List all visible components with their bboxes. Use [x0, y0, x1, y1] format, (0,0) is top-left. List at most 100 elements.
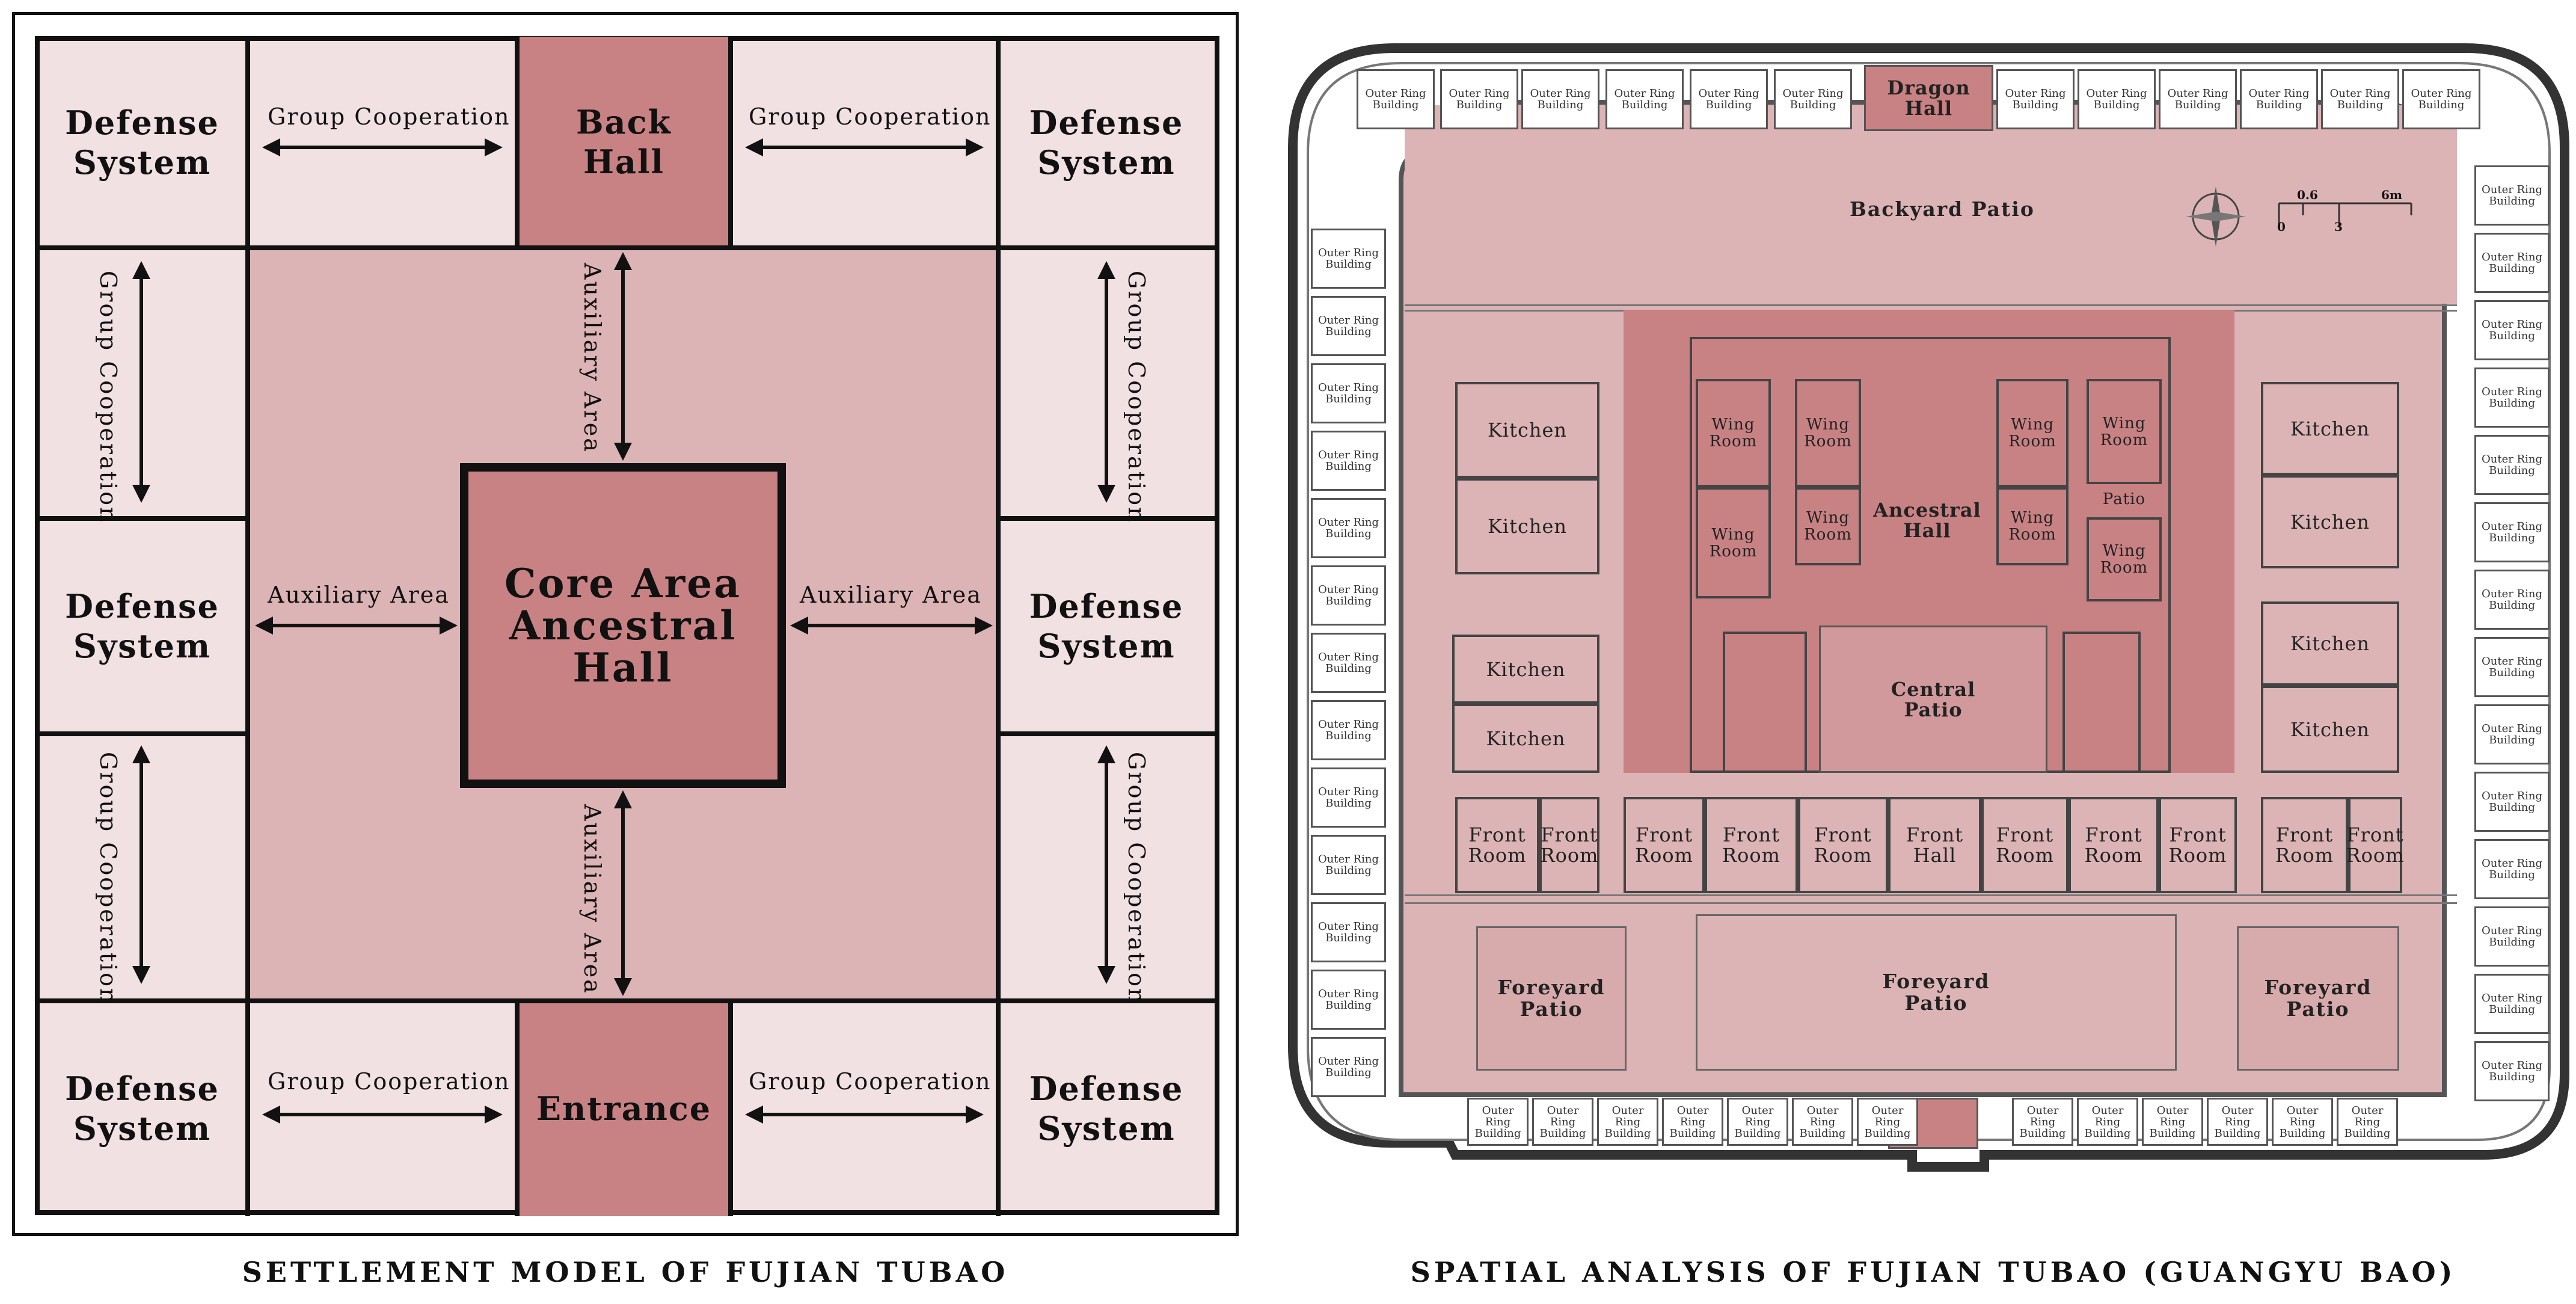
outer-ring-building: Outer Ring Building: [2474, 233, 2550, 293]
entrance: Entrance: [517, 1001, 731, 1216]
outer-ring-building: Outer Ring Building: [1690, 69, 1768, 129]
front-hall: Front Hall: [1888, 797, 1981, 893]
defense-mid-right: Defense System: [998, 518, 1215, 734]
outer-ring-building: Outer Ring Building: [1357, 69, 1435, 129]
foreyard-patio-label: Foreyard Patio: [1882, 970, 1990, 1015]
central-patio-label: Central Patio: [1891, 677, 1976, 721]
patio-side-left: [1723, 632, 1807, 773]
aux-bottom: Auxiliary Area: [579, 804, 606, 995]
foreyard-patio-label: Foreyard Patio: [1497, 976, 1605, 1021]
outer-ring-building: Outer Ring Building: [2321, 69, 2399, 129]
defense-label: Defense System: [1029, 1069, 1184, 1148]
kitchen: Kitchen: [2261, 601, 2399, 686]
defense-label: Defense System: [1029, 587, 1184, 665]
outer-ring-building: Outer Ring Building: [1727, 1098, 1788, 1146]
foreyard-patio-center: Foreyard Patio: [1696, 914, 2177, 1071]
kitchen: Kitchen: [2261, 686, 2399, 773]
outer-ring-building: Outer Ring Building: [1311, 767, 1386, 828]
analysis-caption: SPATIAL ANALYSIS OF FUJIAN TUBAO (GUANGY…: [1410, 1256, 2456, 1288]
outer-ring-building: Outer Ring Building: [1311, 633, 1386, 693]
outer-ring-building: Outer Ring Building: [1311, 431, 1386, 491]
front-room-label: Front Room: [2168, 823, 2227, 867]
dragon-hall-label: Dragon Hall: [1887, 76, 1970, 120]
aux-left: Auxiliary Area: [268, 582, 450, 608]
ancestral-hall: Ancestral Hall: [1807, 409, 2047, 632]
outer-ring-building: Outer Ring Building: [1605, 69, 1684, 129]
wing-room: Wing Room: [1795, 487, 1861, 565]
outer-ring-building: Outer Ring Building: [2474, 300, 2550, 360]
outer-ring-building: Outer Ring Building: [2142, 1098, 2203, 1146]
wing-room-label: Wing Room: [2100, 542, 2148, 577]
outer-ring-building: Outer Ring Building: [2012, 1098, 2073, 1146]
outer-ring-building: Outer Ring Building: [2474, 974, 2550, 1034]
scale-0: 0: [2277, 220, 2286, 234]
wing-room-label: Wing Room: [2100, 414, 2148, 449]
aux-top: Auxiliary Area: [579, 263, 606, 454]
kitchen: Kitchen: [2261, 475, 2399, 568]
patio: Patio: [2087, 484, 2162, 514]
outer-ring-building: Outer Ring Building: [2402, 69, 2480, 129]
wing-room-label: Wing Room: [2008, 416, 2056, 451]
outer-ring-building: Outer Ring Building: [1662, 1098, 1723, 1146]
defense-mid-left: Defense System: [37, 518, 248, 734]
defense-label: Defense System: [1029, 103, 1184, 182]
outer-ring-building: Outer Ring Building: [1467, 1098, 1529, 1146]
kitchen: Kitchen: [1452, 704, 1599, 773]
outer-ring-building: Outer Ring Building: [2078, 69, 2156, 129]
front-room-label: Front Room: [1635, 823, 1693, 867]
outer-ring-building: Outer Ring Building: [1311, 970, 1386, 1030]
outer-ring-building: Outer Ring Building: [2207, 1098, 2268, 1146]
group-coop-top-right: Group Cooperation: [749, 103, 992, 130]
outer-ring-building: Outer Ring Building: [1857, 1098, 1918, 1146]
kitchen-label: Kitchen: [1487, 419, 1568, 441]
group-coop-bottom-right: Group Cooperation: [749, 1068, 992, 1095]
front-room: Front Room: [1624, 797, 1705, 893]
kitchen-label: Kitchen: [2290, 718, 2370, 741]
aux-right: Auxiliary Area: [800, 582, 982, 608]
foreyard-line: [1405, 894, 2457, 904]
foreyard-patio-left: Foreyard Patio: [1476, 926, 1627, 1071]
group-coop-bottom-left: Group Cooperation: [268, 1068, 511, 1095]
scale-6m: 6m: [2381, 188, 2403, 202]
outer-ring-building: Outer Ring Building: [1532, 1098, 1593, 1146]
wing-room: Wing Room: [1795, 379, 1861, 487]
defense-bottom-right: Defense System: [998, 1001, 1215, 1216]
core-area: Core Area Ancestral Hall: [460, 463, 786, 788]
outer-ring-building: Outer Ring Building: [1311, 296, 1386, 356]
front-room: Front Room: [2261, 797, 2348, 893]
outer-ring-building: Outer Ring Building: [2474, 704, 2550, 764]
front-room-label: Front Room: [1722, 823, 1780, 867]
outer-ring-building: Outer Ring Building: [2474, 906, 2550, 967]
model-grid: [37, 37, 1215, 1216]
foreyard-patio-label: Foreyard Patio: [2264, 976, 2372, 1021]
outer-ring-building: Outer Ring Building: [1311, 835, 1386, 895]
group-coop-top-left: Group Cooperation: [268, 103, 511, 130]
dragon-hall: Dragon Hall: [1864, 65, 1993, 131]
back-hall: Back Hall: [517, 37, 731, 247]
outer-ring-building: Outer Ring Building: [2474, 637, 2550, 697]
scale-0-6: 0.6: [2297, 188, 2318, 202]
front-room: Front Room: [2068, 797, 2159, 893]
outer-ring-building: Outer Ring Building: [2240, 69, 2318, 129]
kitchen: Kitchen: [1455, 478, 1599, 574]
kitchen-label: Kitchen: [2290, 417, 2370, 440]
ancestral-hall-label: Ancestral Hall: [1873, 499, 1981, 542]
outer-ring-building: Outer Ring Building: [1311, 363, 1386, 423]
outer-ring-building: Outer Ring Building: [1311, 229, 1386, 289]
kitchen-label: Kitchen: [2290, 632, 2370, 655]
patio-side-right: [2062, 632, 2141, 773]
outer-ring-building: Outer Ring Building: [2474, 1041, 2550, 1101]
compass-icon: [2186, 186, 2246, 247]
outer-ring-building: Outer Ring Building: [2474, 772, 2550, 832]
front-hall-label: Front Hall: [1906, 823, 1964, 867]
front-room-label: Front Room: [1814, 823, 1872, 867]
kitchen: Kitchen: [2261, 382, 2399, 475]
outer-ring-building: Outer Ring Building: [1440, 69, 1518, 129]
kitchen: Kitchen: [1455, 382, 1599, 478]
patio-label: Patio: [2102, 490, 2146, 508]
front-room: Front Room: [1981, 797, 2068, 893]
kitchen: Kitchen: [1452, 635, 1599, 704]
front-room-label: Front Room: [1996, 823, 2054, 867]
entrance-label: Entrance: [536, 1089, 712, 1128]
